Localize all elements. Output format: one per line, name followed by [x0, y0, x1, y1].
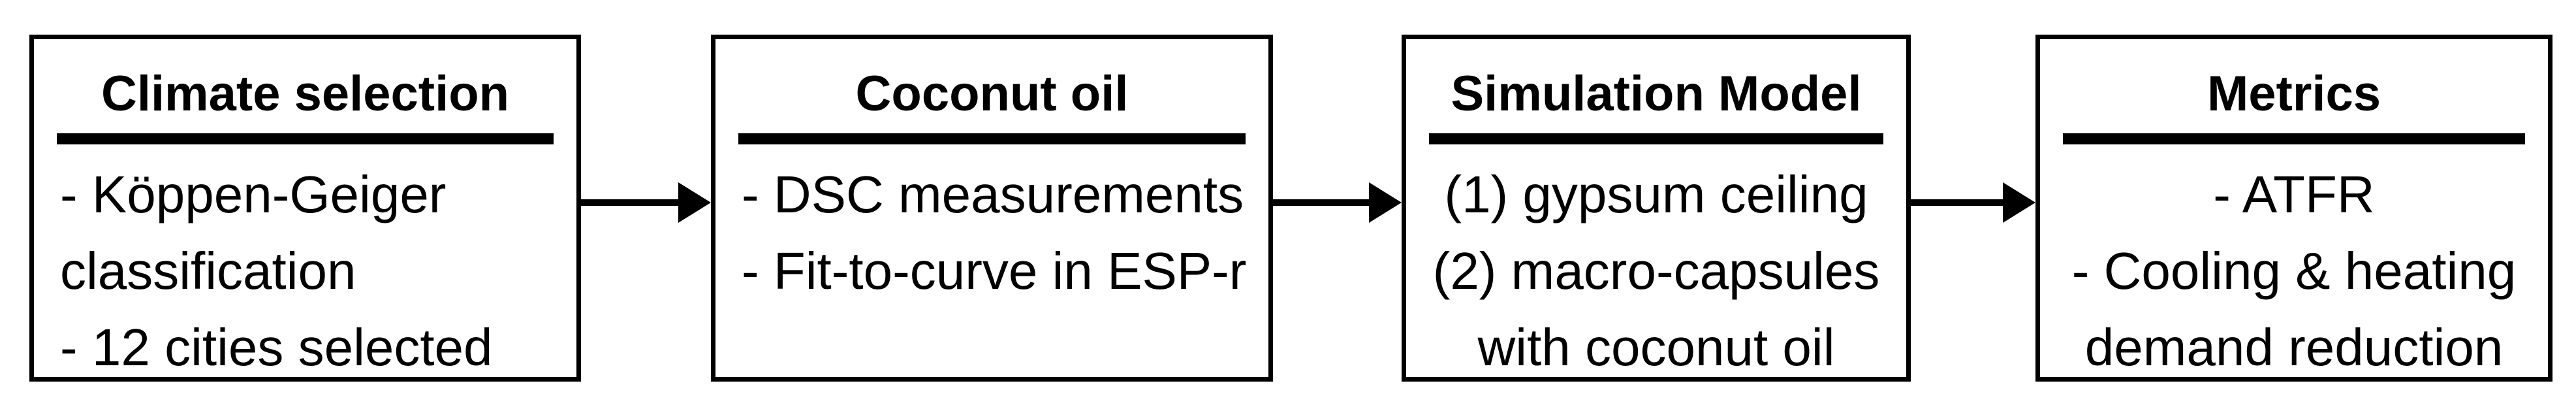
box-text-line: demand reduction	[2084, 318, 2504, 376]
arrow-shaft	[1273, 199, 1373, 206]
flow-box-simulation-model: Simulation Model (1) gypsum ceiling (2) …	[1402, 35, 1911, 382]
title-underline	[57, 133, 554, 144]
box-body: - ATFR - Cooling & heating demand reduct…	[2040, 156, 2548, 386]
arrow-shaft	[581, 199, 682, 206]
flow-box-coconut-oil: Coconut oil - DSC measurements - Fit-to-…	[711, 35, 1273, 382]
title-underline	[1429, 133, 1883, 144]
right-arrowhead-icon	[2003, 182, 2035, 223]
arrow-shaft	[1911, 199, 2007, 206]
flow-box-climate-selection: Climate selection - Köppen-Geiger classi…	[29, 35, 581, 382]
box-body: - DSC measurements - Fit-to-curve in ESP…	[715, 156, 1268, 309]
box-text-line: - Fit-to-curve in ESP-r	[742, 242, 1247, 300]
box-text-line: with coconut oil	[1477, 318, 1835, 376]
box-title: Metrics	[2207, 66, 2381, 122]
box-text-line: - DSC measurements	[742, 165, 1244, 223]
flow-arrow-2	[1273, 182, 1402, 223]
box-body: (1) gypsum ceiling (2) macro-capsules wi…	[1406, 156, 1906, 386]
box-title: Coconut oil	[855, 66, 1129, 122]
right-arrowhead-icon	[678, 182, 711, 223]
box-text-line: (1) gypsum ceiling	[1444, 165, 1868, 223]
box-text-line: - Cooling & heating	[2071, 242, 2517, 300]
box-text-line: classification	[60, 242, 356, 300]
title-underline	[738, 133, 1246, 144]
flow-arrow-1	[581, 182, 711, 223]
box-text-line: - 12 cities selected	[60, 318, 493, 376]
box-text-line: (2) macro-capsules	[1432, 242, 1880, 300]
box-text-line: - ATFR	[2213, 165, 2375, 223]
box-text-line: - Köppen-Geiger	[60, 165, 447, 223]
right-arrowhead-icon	[1369, 182, 1402, 223]
flow-box-metrics: Metrics - ATFR - Cooling & heating deman…	[2035, 35, 2552, 382]
box-title: Simulation Model	[1451, 66, 1862, 122]
flow-arrow-3	[1911, 182, 2035, 223]
box-title: Climate selection	[101, 66, 510, 122]
box-body: - Köppen-Geiger classification - 12 citi…	[34, 156, 576, 386]
title-underline	[2063, 133, 2525, 144]
